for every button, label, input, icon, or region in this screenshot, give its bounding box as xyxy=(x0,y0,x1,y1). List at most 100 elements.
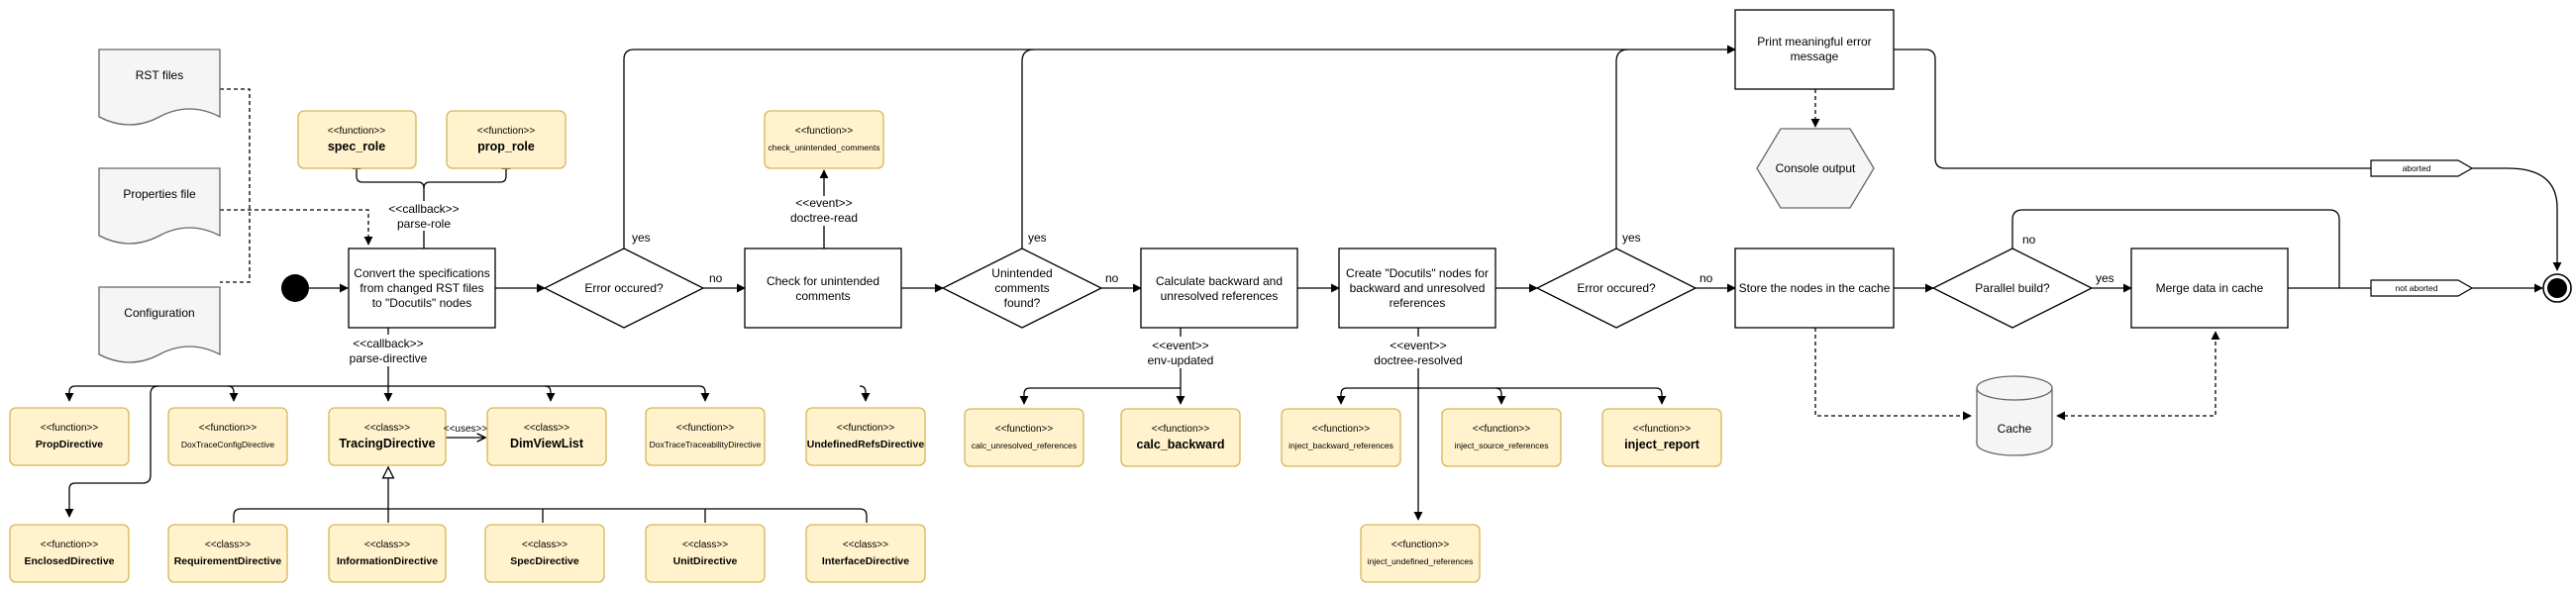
create-line-1: Create "Docutils" nodes for xyxy=(1346,266,1489,280)
error-decision-2: Error occured? xyxy=(1535,248,1698,329)
calc-unresolved-name: calc_unresolved_references xyxy=(972,441,1077,450)
error1-no-label: no xyxy=(709,271,723,285)
information-directive-box: <<class>> InformationDirective xyxy=(328,524,447,583)
doctree-resolved-name: doctree-resolved xyxy=(1374,353,1462,367)
inject-undefined-name: inject_undefined_references xyxy=(1368,556,1474,566)
unintended-no-label: no xyxy=(1105,271,1119,285)
calc-backward-name: calc_backward xyxy=(1137,438,1225,451)
dimviewlist-box: <<class>> DimViewList xyxy=(486,407,607,466)
enclosed-name: EnclosedDirective xyxy=(24,555,114,567)
aborted-tag: aborted xyxy=(2370,159,2474,177)
unintended-line-1: Unintended xyxy=(991,266,1052,280)
dimview-name: DimViewList xyxy=(510,437,584,450)
doxtrace-config-directive-box: <<function>> DoxTraceConfigDirective xyxy=(167,407,288,466)
calc-backward-stereo: <<function>> xyxy=(1152,424,1210,435)
configuration-document: Configuration xyxy=(98,286,221,363)
information-stereo: <<class>> xyxy=(364,540,410,550)
inject-source-name: inject_source_references xyxy=(1455,441,1549,450)
convert-line-1: Convert the specifications xyxy=(354,266,489,280)
inject-backward-name: inject_backward_references xyxy=(1288,441,1393,450)
rst-files-label: RST files xyxy=(136,68,183,82)
requirement-stereo: <<class>> xyxy=(205,540,251,550)
check-step: Check for unintended comments xyxy=(744,248,902,329)
calc-backward-box: <<function>> calc_backward xyxy=(1120,408,1241,467)
doctree-read-name: doctree-read xyxy=(790,211,858,225)
parse-role-name: parse-role xyxy=(397,217,451,231)
print-error-line-1: Print meaningful error xyxy=(1757,35,1871,49)
doctree-resolved-stereo: <<event>> xyxy=(1390,339,1446,352)
calc-line-1: Calculate backward and xyxy=(1156,274,1283,288)
calc-line-2: unresolved references xyxy=(1161,289,1279,303)
console-output: Console output xyxy=(1756,128,1875,209)
tracing-name: TracingDirective xyxy=(339,437,435,450)
inject-backward-stereo: <<function>> xyxy=(1312,424,1371,435)
error-decision-1: Error occured? xyxy=(543,248,705,329)
doctree-resolved-event: <<event>> doctree-resolved xyxy=(1373,337,1464,368)
properties-file-document: Properties file xyxy=(98,167,221,245)
uses-label: <<uses>> xyxy=(444,424,488,435)
create-step: Create "Docutils" nodes for backward and… xyxy=(1338,248,1496,329)
spec-name: SpecDirective xyxy=(510,555,579,567)
tracing-stereo: <<class>> xyxy=(364,423,410,434)
check-line-1: Check for unintended xyxy=(767,274,879,288)
interface-directive-box: <<class>> InterfaceDirective xyxy=(805,524,926,583)
prop-role-name: prop_role xyxy=(477,140,535,153)
inject-undefined-stereo: <<function>> xyxy=(1391,540,1450,550)
interface-name: InterfaceDirective xyxy=(822,555,909,567)
requirement-directive-box: <<class>> RequirementDirective xyxy=(167,524,288,583)
inject-backward-box: <<function>> inject_backward_references xyxy=(1281,408,1401,467)
error1-yes-label: yes xyxy=(632,231,651,245)
undefined-stereo: <<function>> xyxy=(837,423,895,434)
calc-unresolved-box: <<function>> calc_unresolved_references xyxy=(964,408,1084,467)
convert-step: Convert the specifications from changed … xyxy=(348,248,496,329)
prop-directive-box: <<function>> PropDirective xyxy=(9,407,130,466)
unit-name: UnitDirective xyxy=(673,555,738,567)
create-line-3: references xyxy=(1390,296,1446,310)
inject-source-box: <<function>> inject_source_references xyxy=(1441,408,1562,467)
unintended-line-2: comments xyxy=(994,281,1049,295)
configuration-label: Configuration xyxy=(124,306,194,320)
undefined-name: UndefinedRefsDirective xyxy=(807,439,925,450)
doxtrace-stereo: <<function>> xyxy=(676,423,735,434)
undefined-refs-directive-box: <<function>> UndefinedRefsDirective xyxy=(805,407,926,466)
rst-files-document: RST files xyxy=(98,49,221,126)
prop-role-box: <<function>> prop_role xyxy=(446,110,567,169)
unit-directive-box: <<class>> UnitDirective xyxy=(645,524,766,583)
end-node xyxy=(2542,273,2572,303)
unintended-yes-label: yes xyxy=(1028,231,1047,245)
parallel-decision: Parallel build? xyxy=(1931,248,2094,329)
inject-report-box: <<function>> inject_report xyxy=(1601,408,1722,467)
error-decision-1-label: Error occured? xyxy=(584,281,664,295)
parse-directive-stereo: <<callback>> xyxy=(353,337,423,350)
cache-store: Cache xyxy=(1976,375,2053,456)
merge-step: Merge data in cache xyxy=(2130,248,2289,329)
parse-directive-callback: <<callback>> parse-directive xyxy=(347,335,430,366)
parse-role-stereo: <<callback>> xyxy=(388,202,459,216)
doxconfig-stereo: <<function>> xyxy=(199,423,258,434)
inject-report-stereo: <<function>> xyxy=(1633,424,1692,435)
check-fn-stereo: <<function>> xyxy=(795,126,854,137)
merge-label: Merge data in cache xyxy=(2156,281,2264,295)
check-unintended-comments-box: <<function>> check_unintended_comments xyxy=(764,110,884,169)
check-line-2: comments xyxy=(795,289,850,303)
print-error-line-2: message xyxy=(1791,50,1839,63)
edges xyxy=(64,45,2562,523)
error2-yes-label: yes xyxy=(1622,231,1641,245)
doxtrace-name: DoxTraceTraceabilityDirective xyxy=(650,440,762,449)
error-decision-2-label: Error occured? xyxy=(1577,281,1656,295)
inject-report-name: inject_report xyxy=(1624,438,1700,451)
unit-stereo: <<class>> xyxy=(682,540,728,550)
store-step: Store the nodes in the cache xyxy=(1734,248,1895,329)
error2-no-label: no xyxy=(1700,271,1713,285)
inject-undefined-box: <<function>> inject_undefined_references xyxy=(1360,524,1481,583)
parallel-label: Parallel build? xyxy=(1975,281,2050,295)
doxtrace-traceability-directive-box: <<function>> DoxTraceTraceabilityDirecti… xyxy=(645,407,766,466)
enclosed-directive-box: <<function>> EnclosedDirective xyxy=(9,524,130,583)
spec-role-name: spec_role xyxy=(328,140,385,153)
calc-step: Calculate backward and unresolved refere… xyxy=(1140,248,1298,329)
doxconfig-name: DoxTraceConfigDirective xyxy=(181,440,274,449)
inject-source-stereo: <<function>> xyxy=(1473,424,1531,435)
aborted-label: aborted xyxy=(2403,163,2431,173)
properties-file-label: Properties file xyxy=(123,187,196,201)
